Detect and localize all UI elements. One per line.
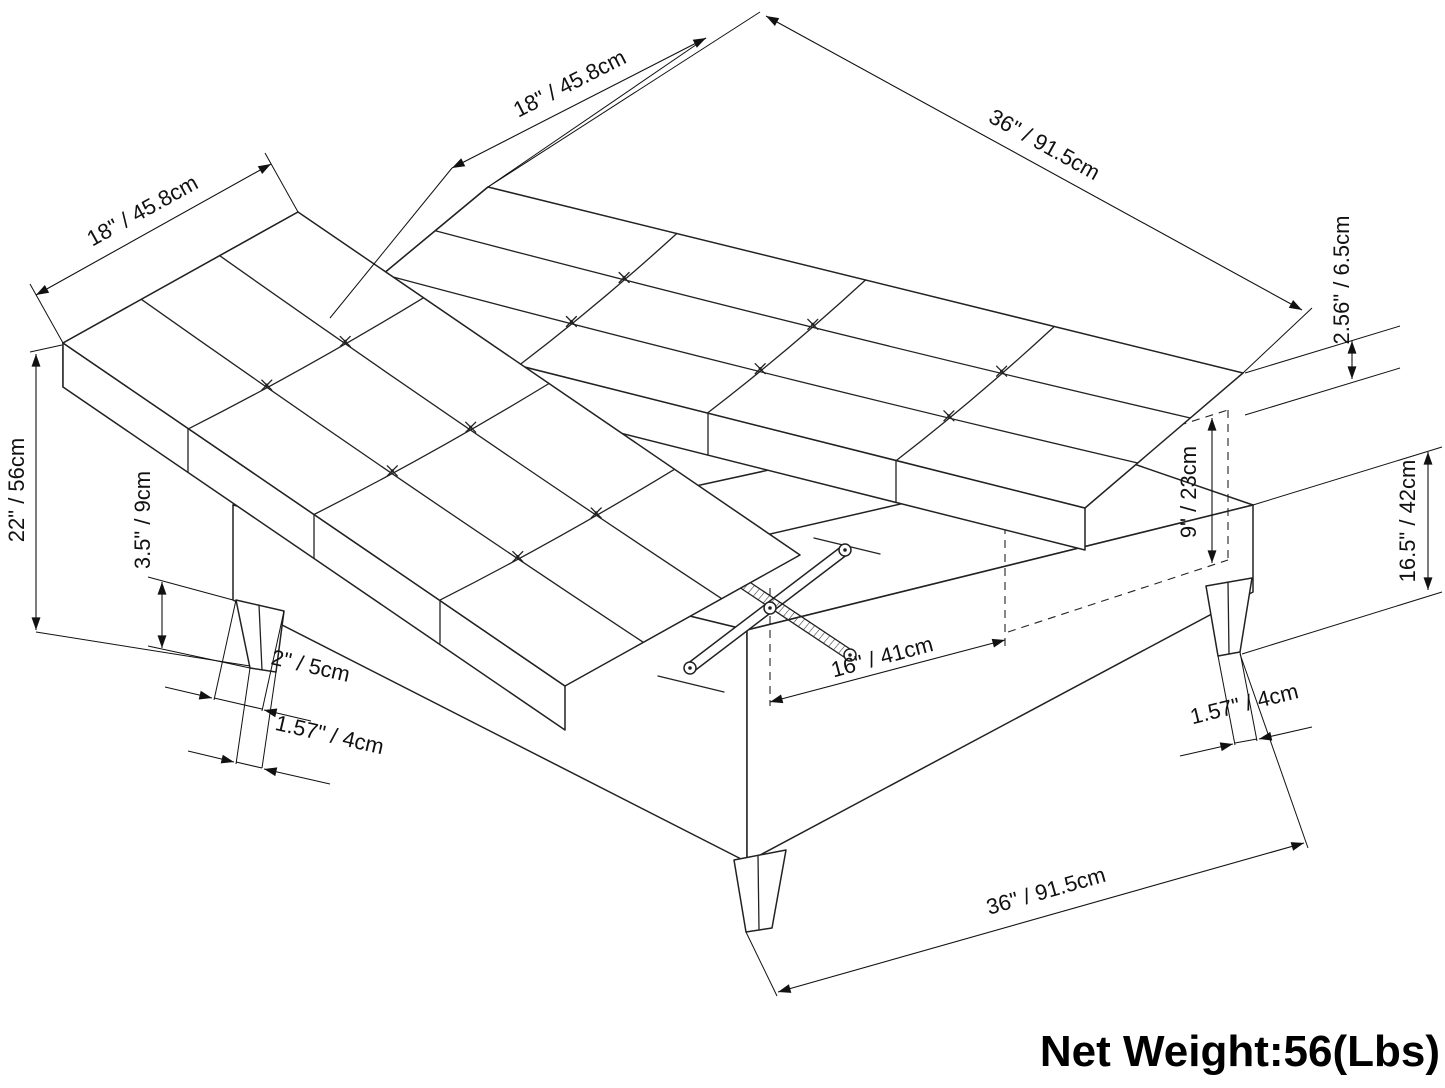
net-weight-label: Net Weight:56(Lbs) [1040,1027,1440,1076]
hidden-storage-edge [1007,559,1229,633]
dim-storage-depth: 9" / 23cm [1176,446,1201,538]
dim-open-lid-depth: 18" / 45.8cm [83,170,202,251]
dim-leg-bottom-width-right: 1.57" / 4cm [1188,678,1301,729]
dim-base-width: 36" / 91.5cm [983,862,1108,920]
front-leg [733,849,787,933]
mechanism-bottom-bracket [657,675,725,693]
dim-lid-width: 36" / 91.5cm [985,104,1104,185]
dim-cushion-thickness: 2.56" / 6.5cm [1329,216,1354,345]
dim-leg-bottom-width-left: 1.57" / 4cm [273,710,386,759]
dim-top-lid-depth: 18" / 45.8cm [509,44,630,122]
dim-base-height: 16.5" / 42cm [1395,460,1420,583]
dim-leg-height: 3.5" / 9cm [130,471,155,569]
dim-overall-height: 22" / 56cm [4,438,29,542]
